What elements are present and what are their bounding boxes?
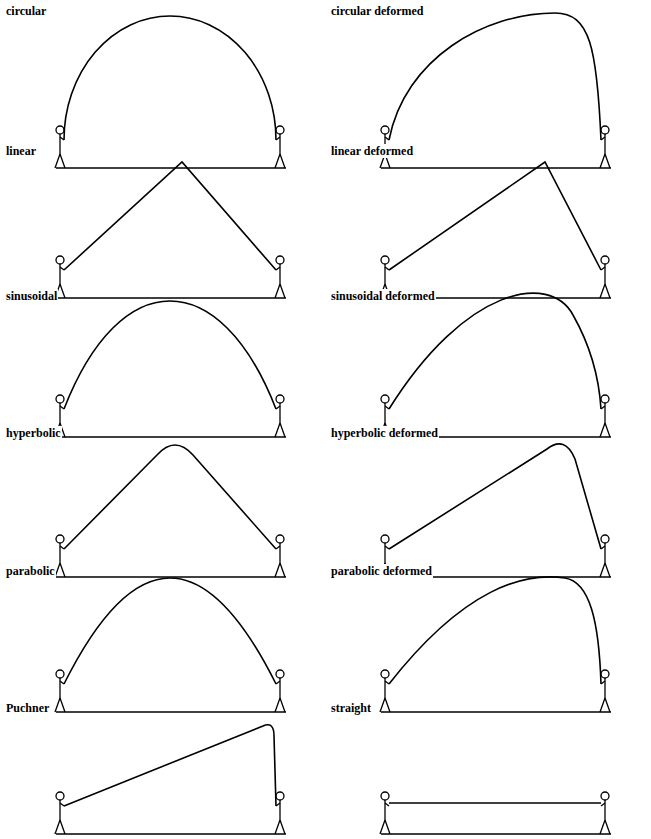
shape-label: Puchner <box>5 701 50 715</box>
shape-label: sinusoidal deformed <box>330 289 436 303</box>
shape-label: parabolic deformed <box>330 564 433 578</box>
shape-label: parabolic <box>5 564 56 578</box>
shape-label: hyperbolic deformed <box>330 426 439 440</box>
shape-label: linear deformed <box>330 144 414 158</box>
shape-label: circular deformed <box>330 4 425 18</box>
shape-label: hyperbolic <box>5 426 62 440</box>
shape-label: sinusoidal <box>5 289 58 303</box>
shape-label: linear <box>5 144 37 158</box>
shape-label: straight <box>330 701 372 715</box>
shape-label: circular <box>5 4 47 18</box>
